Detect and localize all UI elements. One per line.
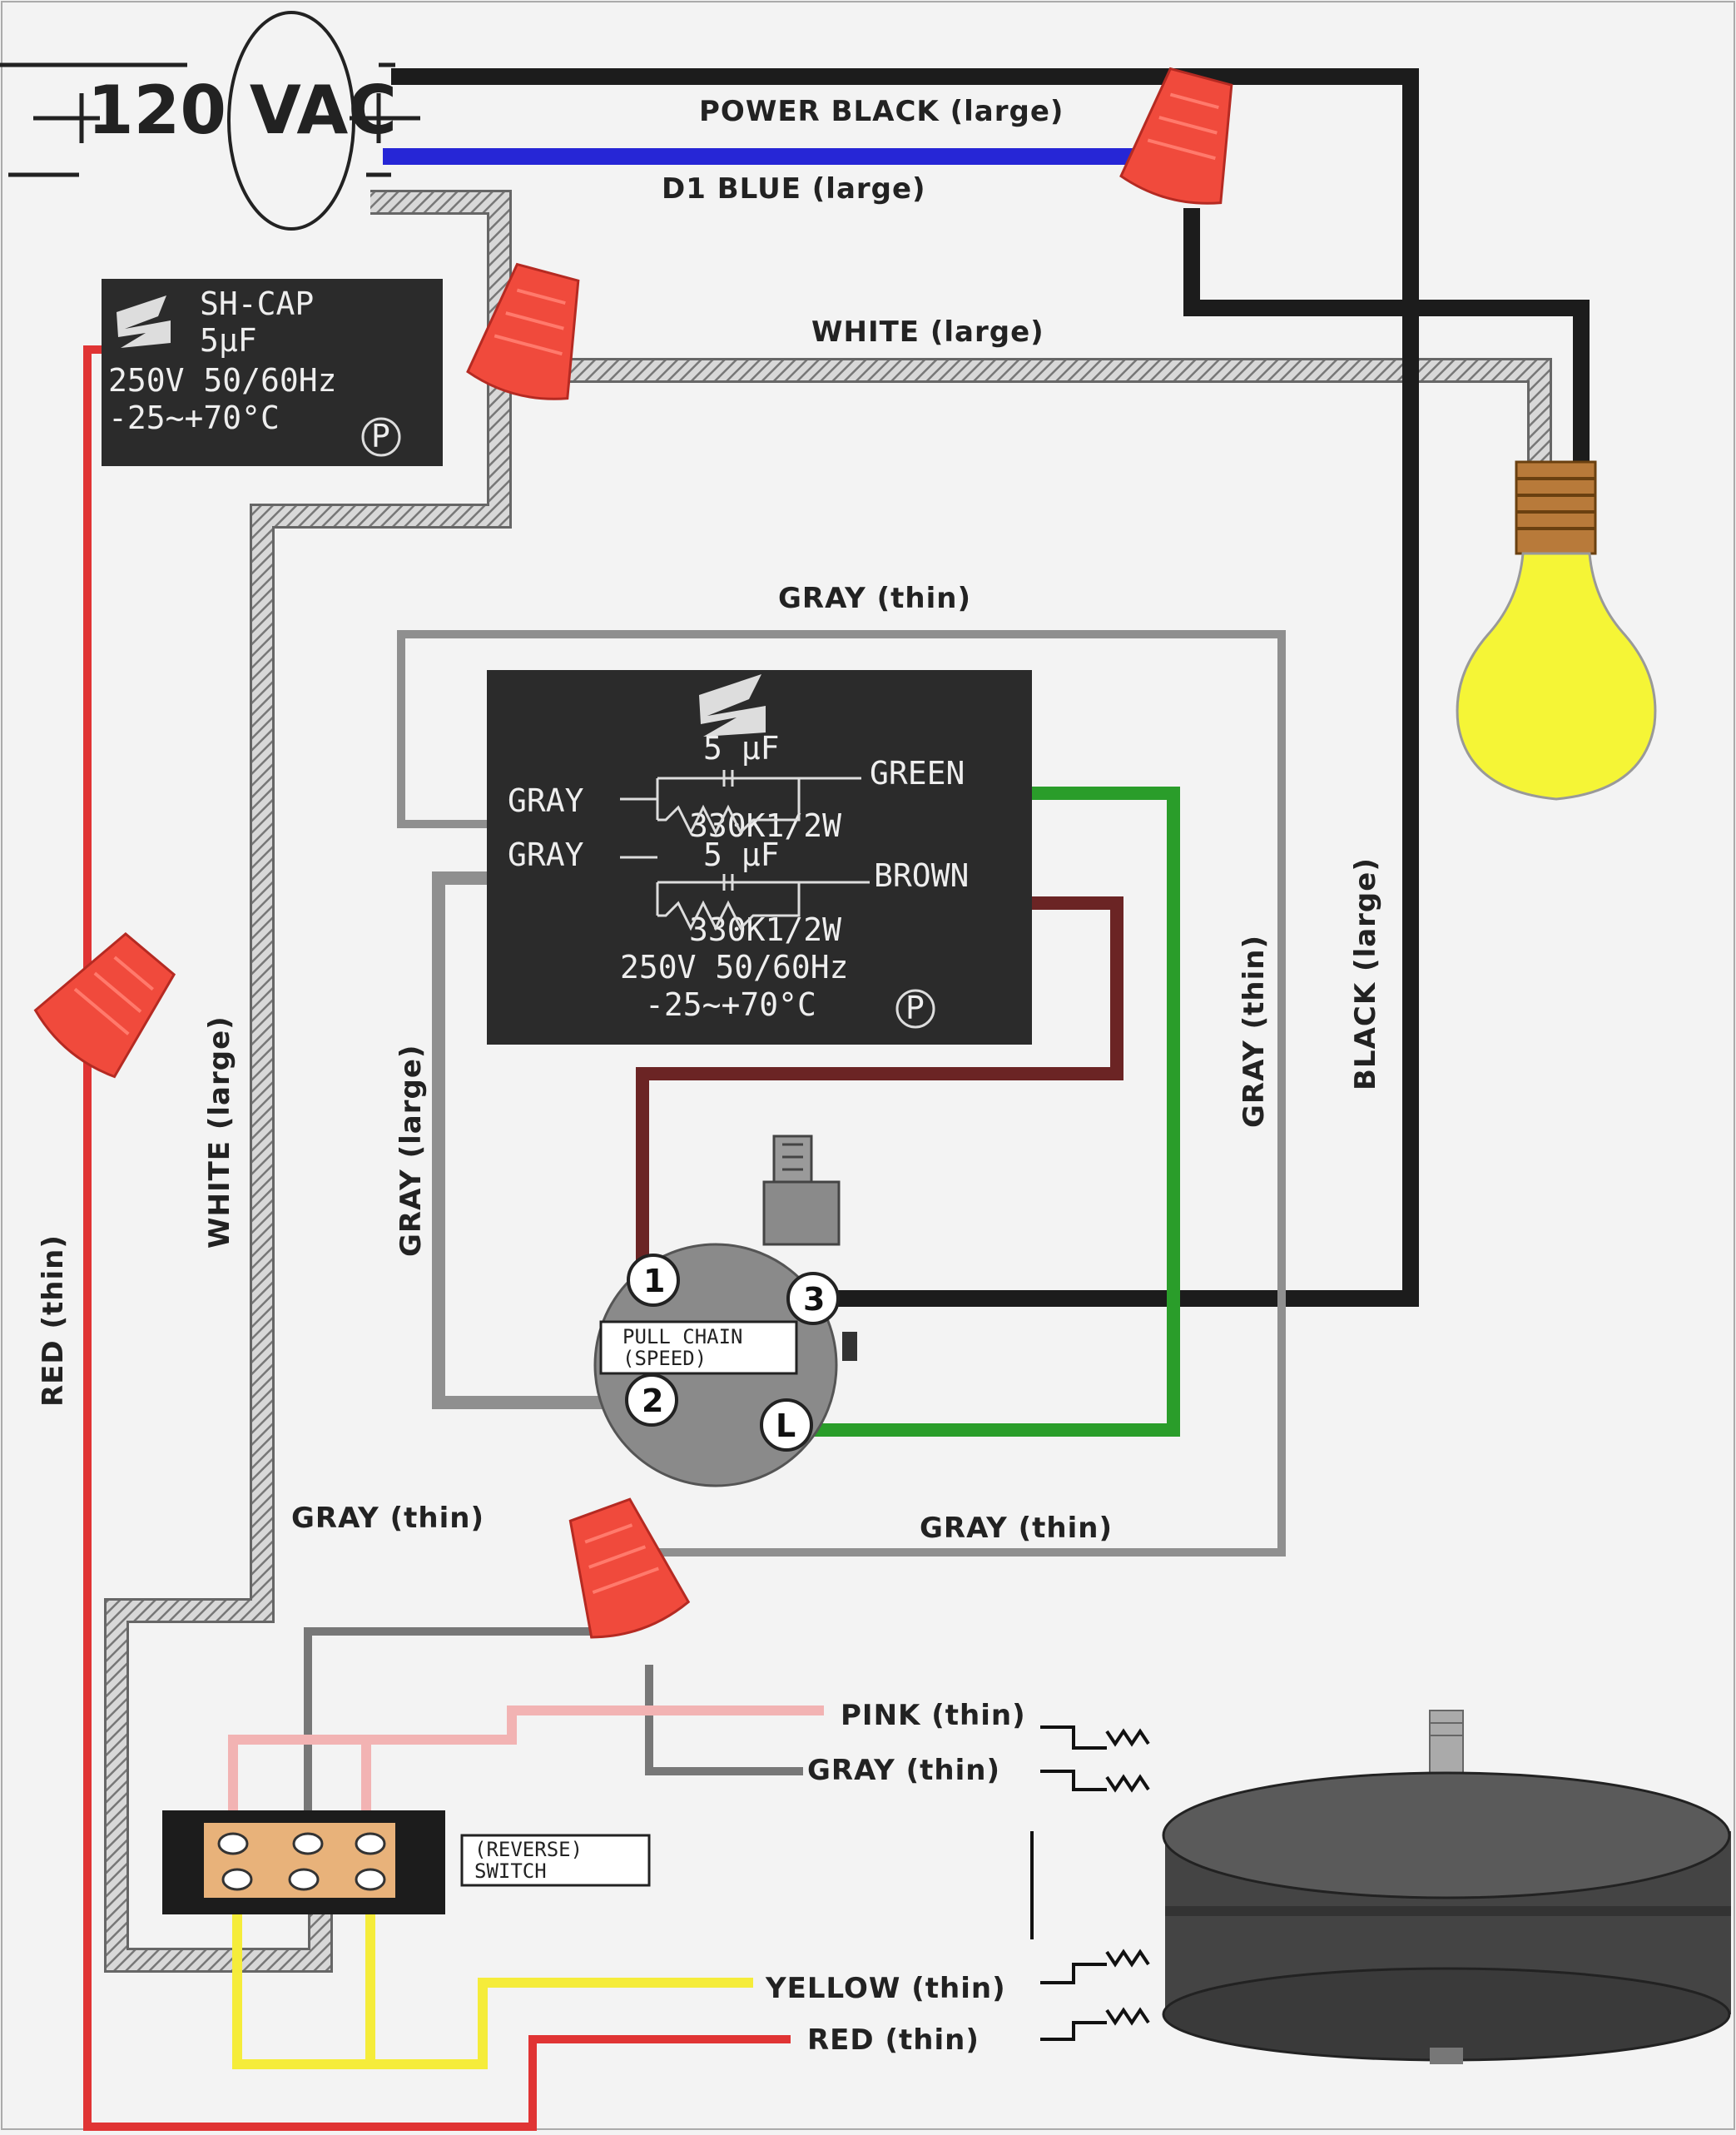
run-cap-pin-gray1: GRAY (508, 782, 584, 819)
wire-nut-red (27, 919, 191, 1085)
label-gray-bottom-right: GRAY (thin) (920, 1512, 1113, 1545)
run-cap-mark: P (905, 990, 925, 1026)
terminal-1: 1 (627, 1254, 680, 1307)
label-pink: PINK (thin) (841, 1699, 1026, 1732)
label-gray-right: GRAY (thin) (1238, 935, 1271, 1128)
label-yellow: YELLOW (thin) (765, 1972, 1006, 2005)
power-source: 120 VAC (0, 11, 420, 231)
label-red-motor: RED (thin) (807, 2023, 980, 2057)
reverse-switch: (REVERSE) SWITCH (162, 1810, 651, 1914)
svg-text:2: 2 (642, 1383, 663, 1419)
gray-switch-wire (304, 1627, 599, 1835)
terminal-2: 2 (625, 1373, 678, 1427)
black-wires (391, 68, 1590, 1307)
start-cap-value: 5µF (200, 322, 257, 359)
run-cap-pin-gray2: GRAY (508, 837, 584, 873)
reverse-switch-sublabel: SWITCH (474, 1859, 547, 1883)
label-black-right: BLACK (large) (1349, 857, 1382, 1090)
run-cap-value1: 5 µF (703, 730, 780, 767)
light-bulb-icon (1456, 460, 1657, 801)
wire-nut-white (464, 257, 600, 410)
label-power-black: POWER BLACK (large) (699, 95, 1064, 128)
run-cap-temp: -25~+70°C (645, 986, 816, 1023)
run-cap-pin-green: GREEN (870, 755, 965, 792)
gray-thin-loop (397, 630, 1286, 1557)
start-cap-name: SH-CAP (200, 285, 314, 322)
run-cap-pin-brown: BROWN (874, 857, 969, 894)
sk-logo-icon (699, 674, 766, 737)
sk-logo-icon (117, 295, 171, 348)
start-cap-rating: 250V 50/60Hz (108, 362, 337, 399)
pull-chain-sublabel: (SPEED) (622, 1347, 707, 1370)
run-cap-schematic (620, 770, 870, 931)
yellow-wire (232, 1877, 753, 2069)
label-gray-top: GRAY (thin) (778, 582, 971, 615)
run-cap-rating: 250V 50/60Hz (620, 949, 849, 986)
run-cap-value2: 5 µF (703, 837, 780, 873)
label-gray-motor: GRAY (thin) (807, 1754, 1000, 1787)
winding-icon (1030, 1725, 1150, 2041)
terminal-L: L (760, 1398, 813, 1452)
pull-chain-label: PULL CHAIN (622, 1325, 743, 1348)
terminal-3: 3 (786, 1272, 840, 1325)
svg-text:L: L (776, 1408, 796, 1444)
run-capacitor: 5 µF GRAY GREEN 330K1/2W GRAY 5 µF BROWN… (487, 670, 1032, 1045)
pink-wire (228, 1706, 824, 1835)
wire-nut-gray (549, 1491, 693, 1648)
svg-text:3: 3 (803, 1281, 825, 1318)
run-cap-resistor2: 330K1/2W (689, 911, 841, 948)
label-gray-bottom-left: GRAY (thin) (291, 1502, 484, 1535)
start-cap-mark: P (371, 418, 390, 454)
pull-chain-switch: 1 3 2 L PULL CHAIN (SPEED) (593, 1135, 857, 1487)
svg-text:1: 1 (643, 1263, 665, 1299)
run-cap-resistor1: 330K1/2W (689, 807, 841, 844)
gray-motor-wire (645, 1665, 803, 1775)
label-d1-blue: D1 BLUE (large) (662, 172, 926, 206)
source-label: 120 VAC (87, 72, 397, 149)
label-white-left: WHITE (large) (203, 1015, 236, 1249)
label-gray-large: GRAY (large) (394, 1045, 428, 1257)
green-wire (803, 787, 1180, 1437)
start-capacitor: SH-CAP 5µF 250V 50/60Hz -25~+70°C P (102, 279, 443, 466)
gray-large-wire (432, 871, 632, 1409)
reverse-switch-label: (REVERSE) (474, 1838, 583, 1861)
label-white-top: WHITE (large) (811, 315, 1044, 349)
brown-wire (636, 896, 1123, 1274)
fan-motor-icon (1030, 1710, 1731, 2064)
start-cap-temp: -25~+70°C (108, 400, 280, 436)
wire-nut-power (1117, 62, 1253, 214)
label-red-left: RED (thin) (37, 1234, 70, 1407)
